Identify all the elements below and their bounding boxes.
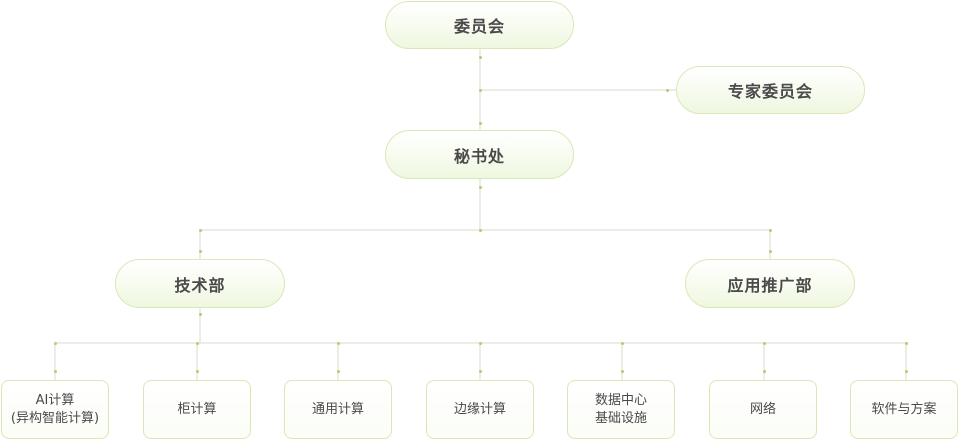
junction-dot xyxy=(769,229,772,232)
junction-dot xyxy=(199,313,202,316)
node-committee-label: 委员会 xyxy=(453,17,505,36)
junction-dot xyxy=(479,122,482,125)
junction-dot xyxy=(54,342,57,345)
leaf-software-solutions[interactable]: 软件与方案 xyxy=(850,380,958,439)
node-secretariat[interactable]: 秘书处 xyxy=(385,130,574,179)
junction-dot xyxy=(763,342,766,345)
node-tech-dept-label: 技术部 xyxy=(174,275,226,295)
leaf-cabinet-compute[interactable]: 柜计算 xyxy=(143,380,251,439)
node-expert-committee-label: 专家委员会 xyxy=(727,82,813,101)
leaf-label-line2: 基础设施 xyxy=(594,410,647,426)
node-promo-dept-label: 应用推广部 xyxy=(727,275,813,295)
leaf-ai-compute[interactable]: AI计算 (异构智能计算) xyxy=(1,380,109,439)
junction-dot xyxy=(621,370,624,373)
junction-dot xyxy=(763,370,766,373)
junction-dot xyxy=(196,370,199,373)
junction-dot xyxy=(479,342,482,345)
junction-dot xyxy=(199,250,202,253)
node-tech-dept[interactable]: 技术部 xyxy=(115,259,285,308)
junction-dot xyxy=(666,89,669,92)
junction-dot xyxy=(479,229,482,232)
leaf-network[interactable]: 网络 xyxy=(709,380,817,439)
junction-dot xyxy=(196,342,199,345)
junction-dot xyxy=(905,370,908,373)
junction-dot xyxy=(479,89,482,92)
node-committee[interactable]: 委员会 xyxy=(385,1,574,49)
junction-dot xyxy=(769,250,772,253)
leaf-edge-compute[interactable]: 边缘计算 xyxy=(426,380,534,439)
leaf-label-line1: AI计算 xyxy=(35,392,75,408)
node-secretariat-label: 秘书处 xyxy=(453,146,505,166)
junction-dot xyxy=(54,370,57,373)
node-expert-committee[interactable]: 专家委员会 xyxy=(676,66,865,114)
junction-dot xyxy=(337,370,340,373)
junction-dot xyxy=(479,370,482,373)
junction-dot xyxy=(905,342,908,345)
leaf-datacenter-infra[interactable]: 数据中心 基础设施 xyxy=(567,380,675,439)
node-promo-dept[interactable]: 应用推广部 xyxy=(685,259,855,308)
junction-dot xyxy=(199,229,202,232)
leaf-label-line1: 边缘计算 xyxy=(453,401,506,417)
junction-dot xyxy=(621,342,624,345)
junction-dot xyxy=(479,56,482,59)
leaf-label-line2: (异构智能计算) xyxy=(10,410,100,426)
leaf-label-line1: 数据中心 xyxy=(594,392,647,408)
leaf-label-line1: 通用计算 xyxy=(311,401,364,417)
leaf-label-line1: 柜计算 xyxy=(177,401,217,417)
leaf-label-line1: 网络 xyxy=(749,401,776,417)
junction-dot xyxy=(337,342,340,345)
leaf-label-line1: 软件与方案 xyxy=(871,401,937,417)
leaf-general-compute[interactable]: 通用计算 xyxy=(284,380,392,439)
junction-dot xyxy=(479,186,482,189)
